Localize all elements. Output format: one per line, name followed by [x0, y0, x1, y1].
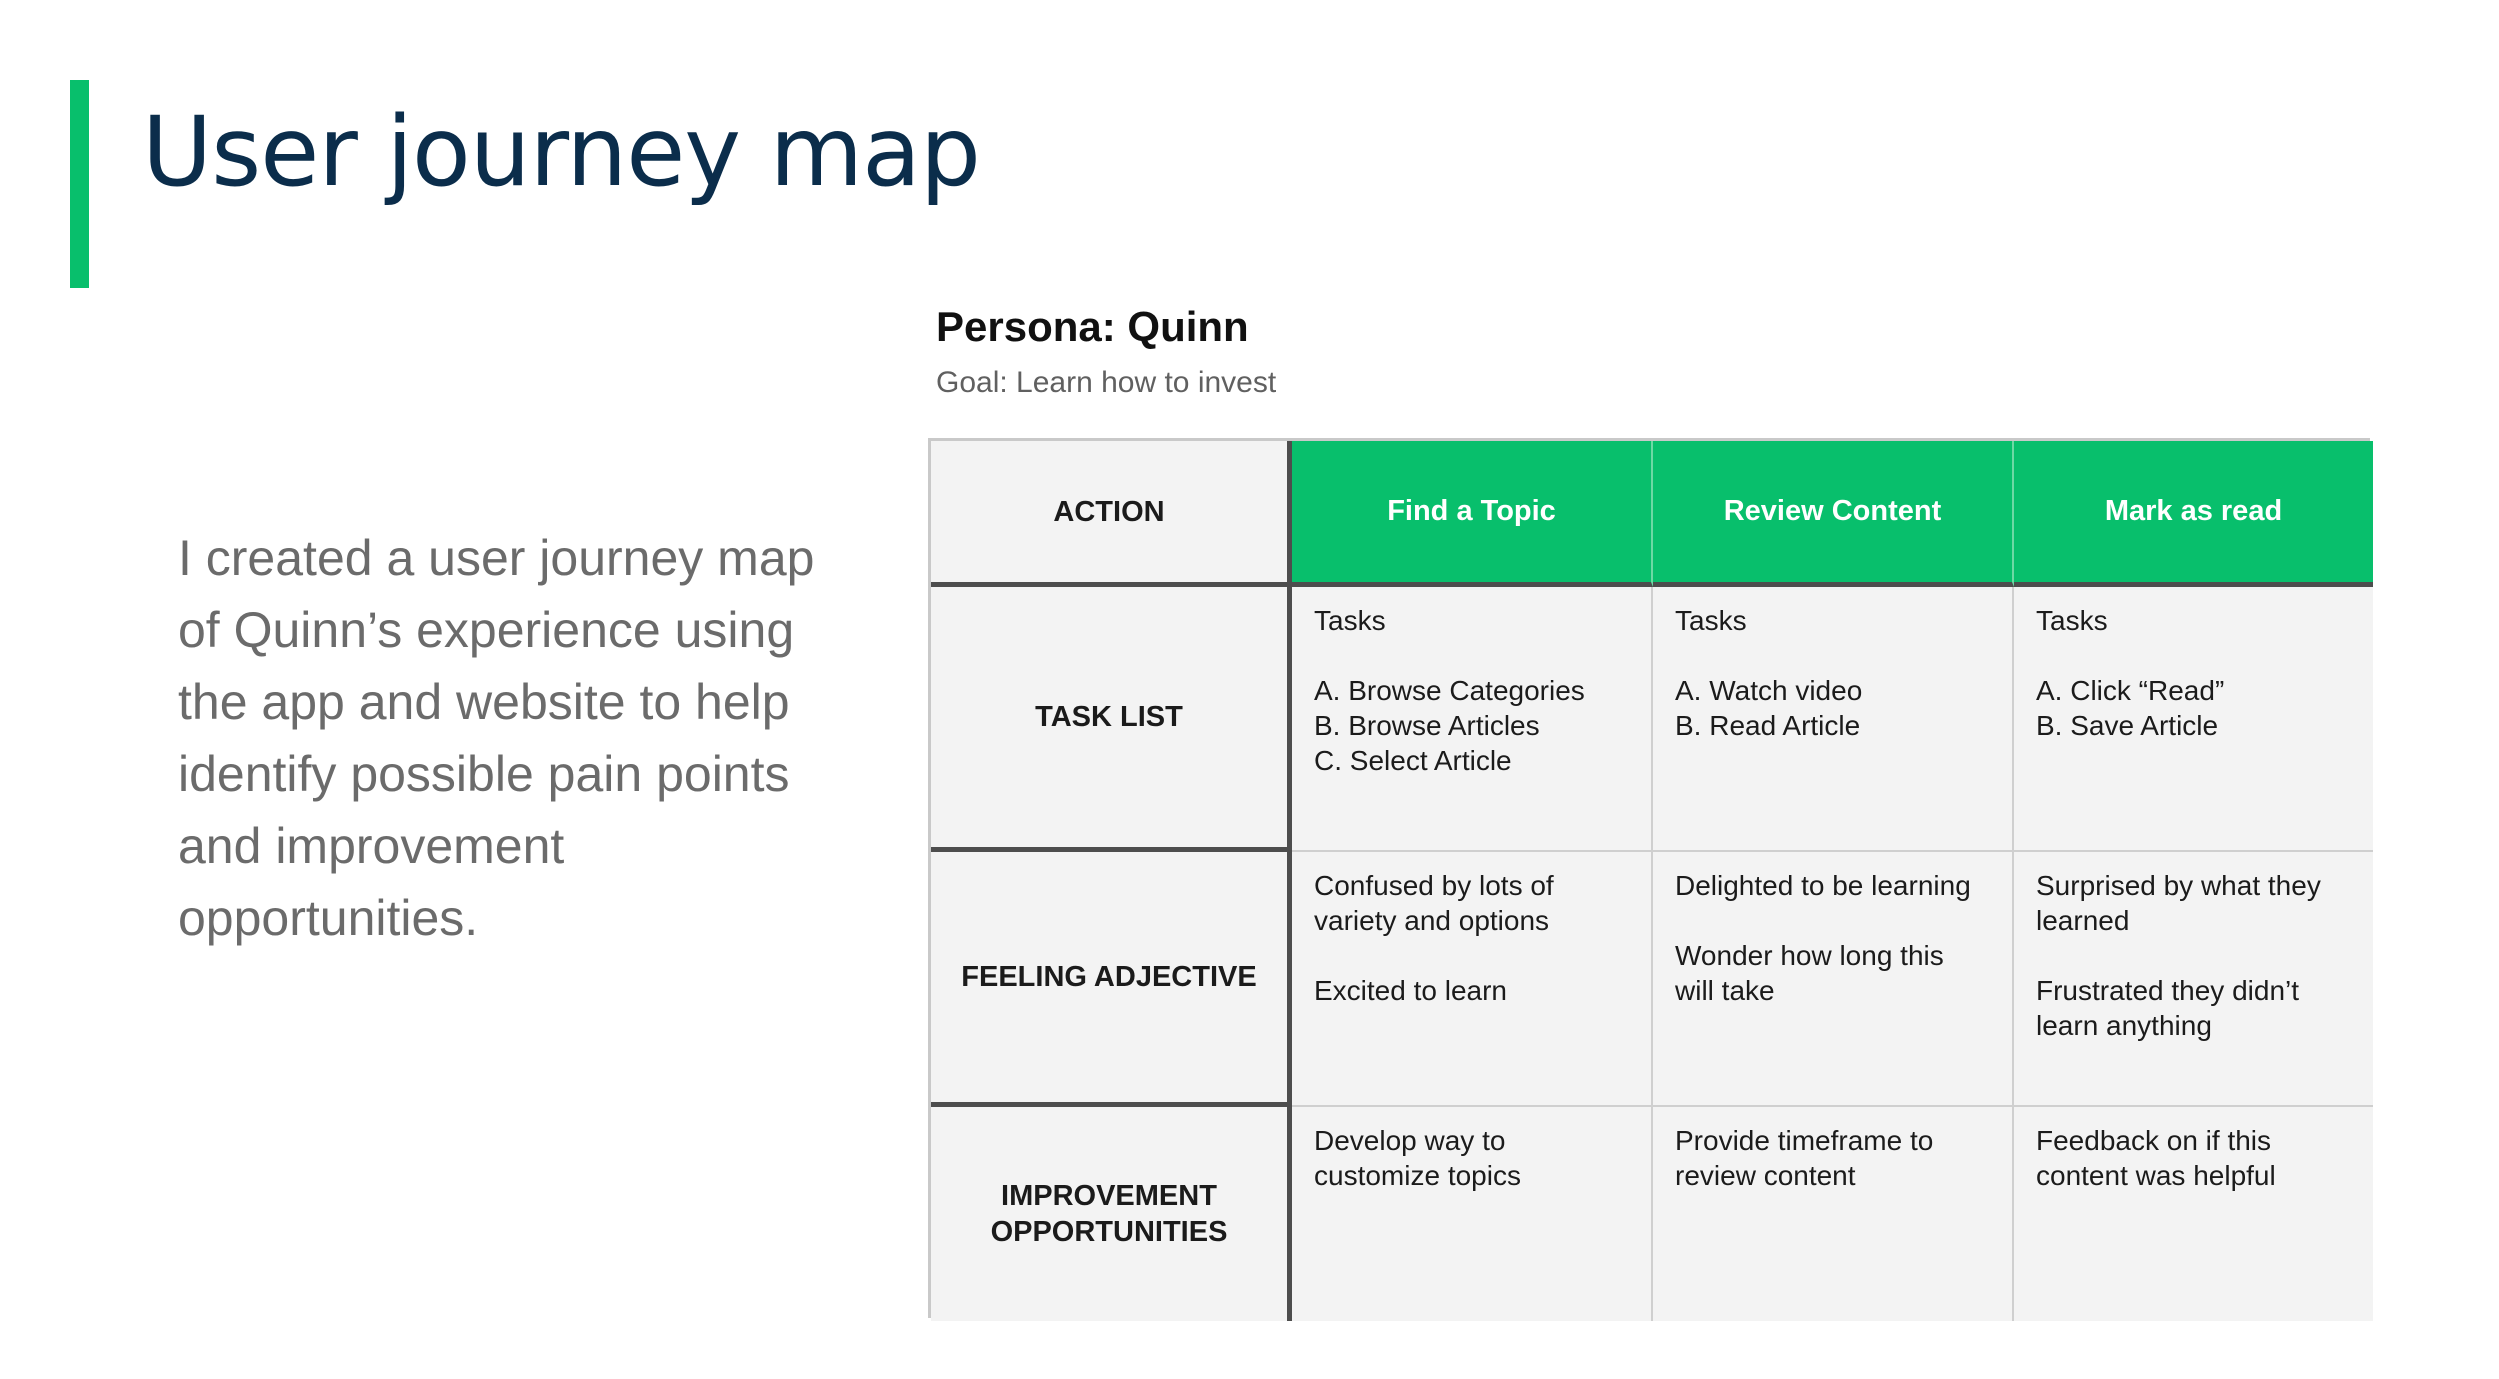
feeling-cell-mark-as-read: Surprised by what they learned Frustrate… — [2014, 852, 2373, 1107]
improvement-cell-review-content: Provide timeframe to review content — [1653, 1107, 2014, 1321]
journey-map-table: ACTION Find a Topic Review Content Mark … — [928, 438, 2373, 1321]
persona-name: Persona: Quinn — [936, 303, 1249, 350]
stage-header-find-topic: Find a Topic — [1292, 441, 1653, 587]
improvement-cell-find-topic: Develop way to customize topics — [1292, 1107, 1653, 1321]
slide-description: I created a user journey map of Quinn’s … — [178, 530, 815, 946]
feeling-cell-review-content: Delighted to be learning Wonder how long… — [1653, 852, 2014, 1107]
title-accent-bar — [70, 80, 89, 288]
task-list-cell-find-topic: Tasks A. Browse Categories B. Browse Art… — [1292, 587, 1653, 852]
row-label-improvement-opportunities: IMPROVEMENT OPPORTUNITIES — [931, 1107, 1292, 1321]
improvement-cell-mark-as-read: Feedback on if this content was helpful — [2014, 1107, 2373, 1321]
stage-header-mark-as-read: Mark as read — [2014, 441, 2373, 587]
feeling-cell-find-topic: Confused by lots of variety and options … — [1292, 852, 1653, 1107]
row-label-feeling-adjective: FEELING ADJECTIVE — [931, 852, 1292, 1107]
row-label-task-list: TASK LIST — [931, 587, 1292, 852]
task-list-cell-mark-as-read: Tasks A. Click “Read” B. Save Article — [2014, 587, 2373, 852]
task-list-cell-review-content: Tasks A. Watch video B. Read Article — [1653, 587, 2014, 852]
page-title: User journey map — [142, 96, 981, 208]
persona-goal: Goal: Learn how to invest — [936, 366, 1277, 399]
stage-header-review-content: Review Content — [1653, 441, 2014, 587]
action-header-cell: ACTION — [931, 441, 1292, 587]
